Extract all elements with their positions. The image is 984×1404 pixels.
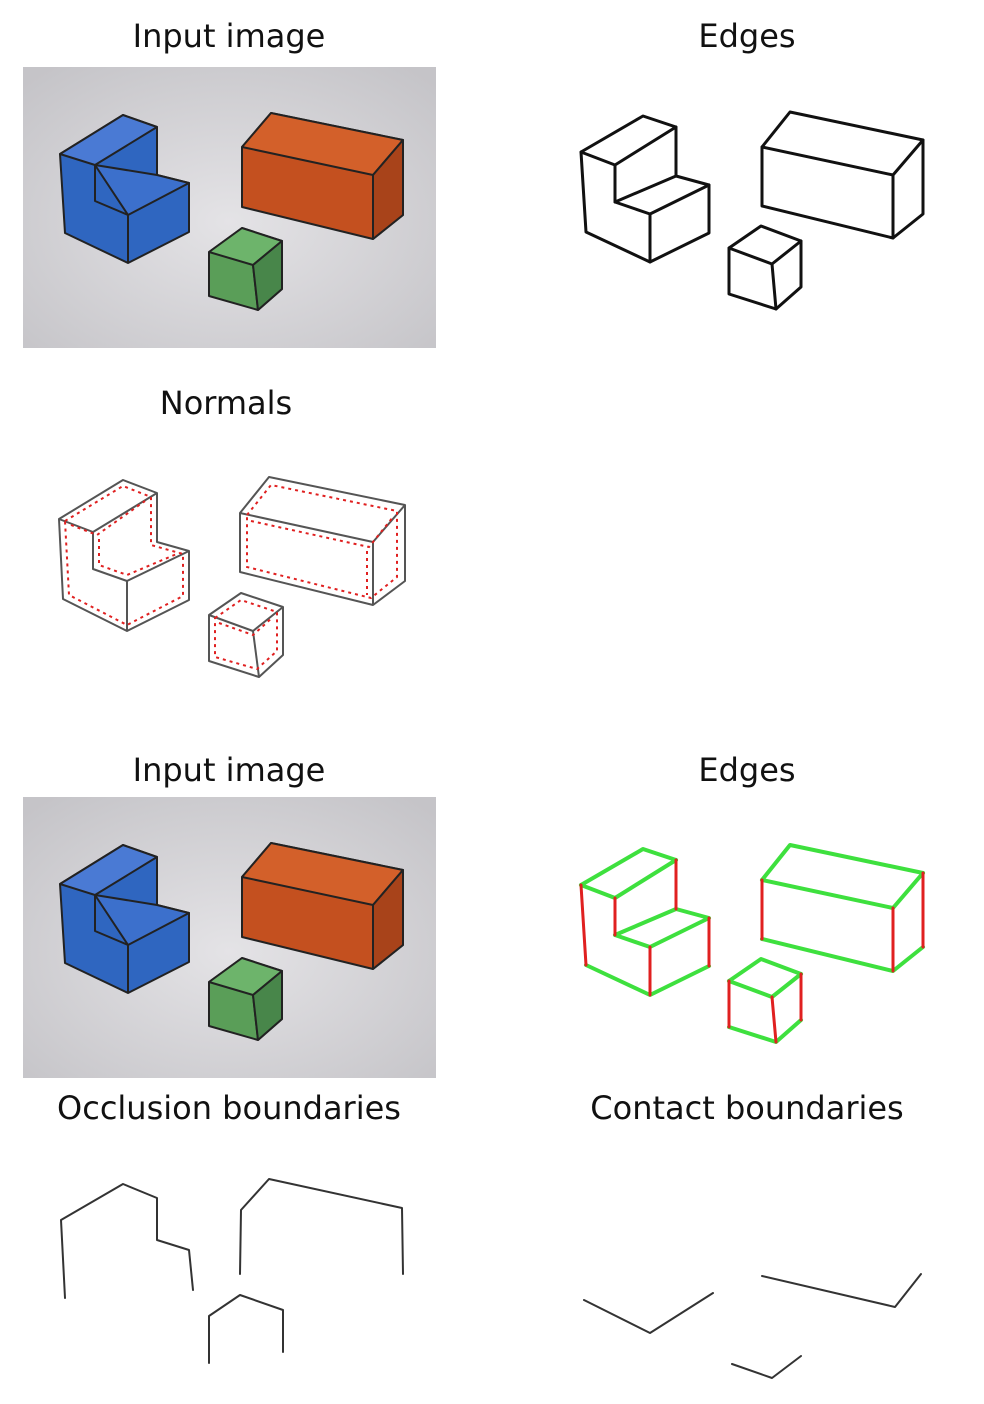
title-edges-bottom: Edges	[698, 751, 796, 789]
title-contact-boundaries: Contact boundaries	[590, 1089, 904, 1127]
orange-box-2	[241, 842, 404, 970]
occlusion-step-block	[60, 1183, 194, 1299]
edges-bottom	[579, 843, 925, 1044]
blue-step-block-2	[59, 844, 190, 994]
input-image-top	[23, 67, 436, 348]
title-edges-top: Edges	[698, 17, 796, 55]
input-image-bottom	[23, 797, 436, 1078]
green-cube	[208, 227, 283, 311]
title-input-image-bottom: Input image	[132, 751, 326, 789]
green-cube-2	[208, 957, 283, 1041]
normal-marks	[63, 483, 398, 671]
occlusion-small-cube	[208, 1294, 284, 1364]
occlusion-boundaries	[60, 1178, 404, 1364]
contact-boundaries	[583, 1273, 922, 1379]
title-normals: Normals	[159, 384, 293, 422]
title-occlusion-boundaries: Occlusion boundaries	[57, 1089, 401, 1127]
orange-box	[241, 112, 404, 240]
normals-panel	[58, 476, 406, 678]
occlusion-long-box	[239, 1178, 404, 1275]
contact-small-cube	[731, 1355, 802, 1379]
edges-top	[579, 110, 925, 311]
contact-long-box	[761, 1273, 922, 1308]
blue-step-block	[59, 114, 190, 264]
title-input-image-top: Input image	[132, 17, 326, 55]
contact-step-block	[583, 1292, 714, 1334]
